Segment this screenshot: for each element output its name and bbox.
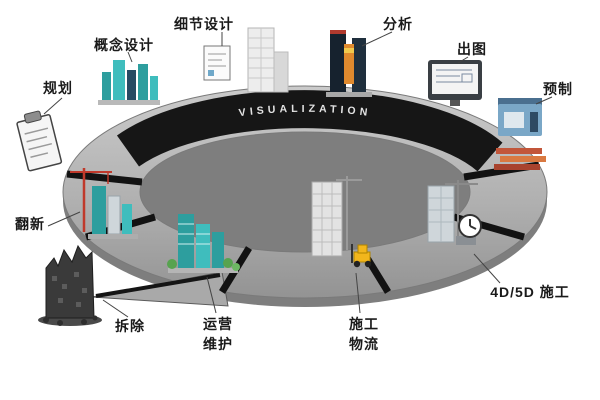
stage-label-operations-maintenance: 运营 维护 bbox=[203, 316, 233, 353]
stage-label-planning: 规划 bbox=[43, 80, 73, 96]
renovation-crane-icon bbox=[70, 168, 138, 239]
trees-icon bbox=[167, 258, 240, 271]
stage-label-prefabrication: 预制 bbox=[543, 81, 573, 97]
stage-label-4d5d-construction: 4D/5D 施工 bbox=[490, 284, 570, 300]
stage-label-demolition: 拆除 bbox=[115, 318, 145, 334]
analysis-towers-icon bbox=[326, 30, 372, 97]
stage-label-detail-design: 细节设计 bbox=[174, 16, 234, 32]
stage-label-concept-design: 概念设计 bbox=[94, 37, 154, 53]
forklift-icon bbox=[351, 244, 372, 268]
concept-buildings-icon bbox=[98, 60, 160, 105]
leader-lines bbox=[43, 31, 553, 318]
stage-label-construction-logistics: 施工 物流 bbox=[349, 316, 379, 353]
prefab-machine-icon bbox=[498, 98, 542, 136]
visualization-band bbox=[116, 90, 503, 172]
detail-building-icon bbox=[247, 27, 289, 93]
clock-icon bbox=[458, 214, 482, 238]
stage-label-renovation: 翻新 bbox=[15, 216, 45, 232]
clipboard-icon bbox=[16, 110, 63, 172]
plotter-monitor-icon bbox=[428, 60, 482, 106]
visualization-band-label: VISUALIZATION bbox=[238, 103, 372, 119]
crane-building-icon bbox=[427, 180, 478, 245]
schematic-icon bbox=[203, 45, 231, 81]
ring-arrow-tail-edge bbox=[95, 273, 221, 298]
operations-buildings-icon bbox=[168, 214, 238, 273]
demolition-building-icon bbox=[38, 244, 102, 326]
stage-label-analysis: 分析 bbox=[383, 16, 413, 32]
steel-beams-icon bbox=[494, 148, 546, 170]
scaffold-building-icon bbox=[311, 176, 362, 257]
stage-label-drawing-output: 出图 bbox=[457, 41, 487, 57]
